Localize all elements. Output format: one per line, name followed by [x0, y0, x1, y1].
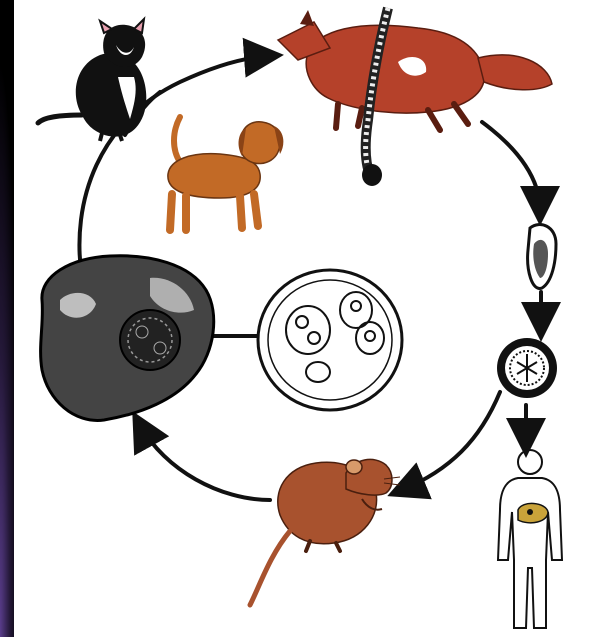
liver-cyst-icon: [518, 503, 548, 522]
cyst-icon: [258, 270, 402, 410]
egg-icon: [497, 338, 557, 398]
